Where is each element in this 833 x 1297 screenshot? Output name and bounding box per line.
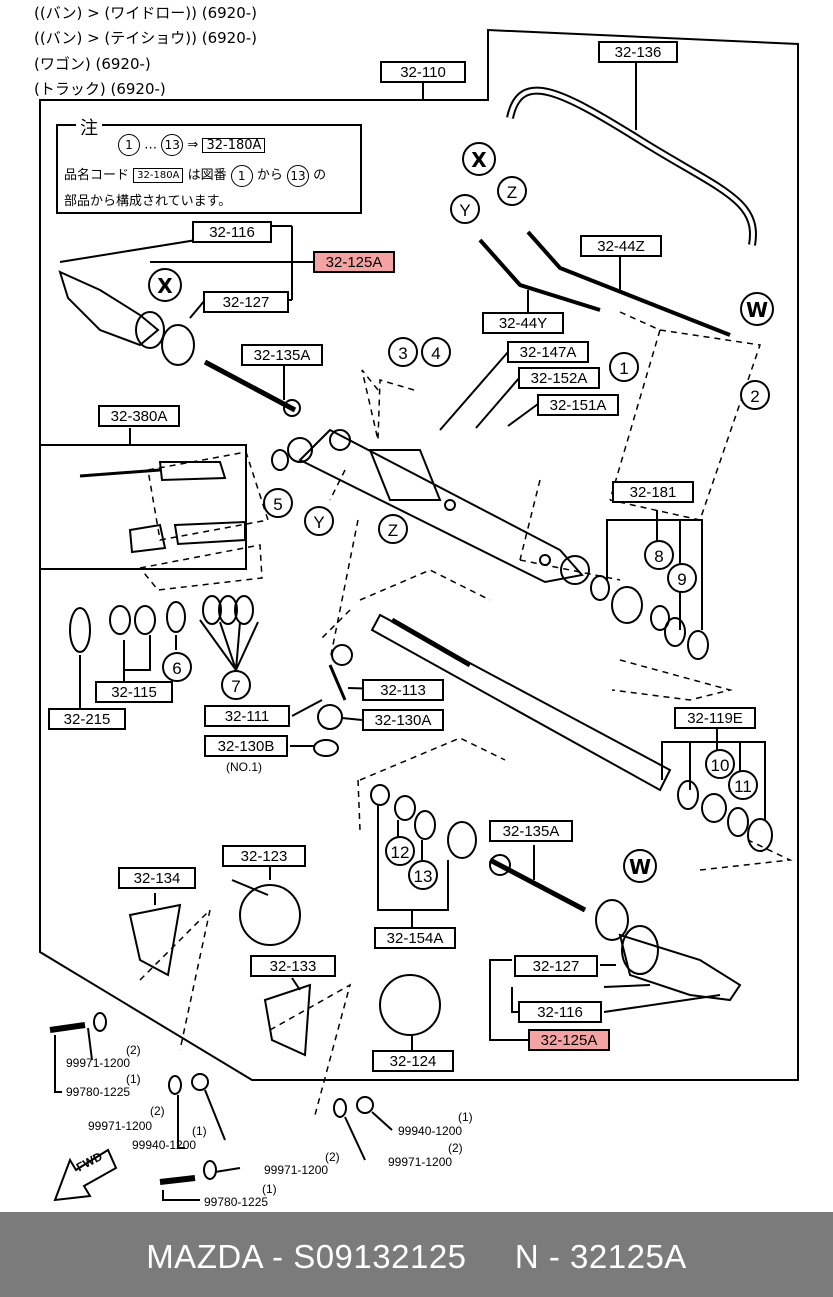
note-title: 注: [76, 114, 102, 140]
note-line2-kara: から: [256, 168, 283, 183]
part-label-32-215: 32-215: [48, 708, 126, 730]
callout-7: 7: [221, 670, 251, 700]
part-label-32-127-bottom: 32-127: [514, 955, 598, 977]
model-line-3: (ワゴン) (6920-): [34, 55, 151, 73]
note-line-2: 品名コード 32-180A は図番 1 から 13 の: [64, 164, 326, 187]
part-label-32-116-bottom: 32-116: [518, 1001, 602, 1023]
note-line2-to: 13: [287, 164, 310, 187]
note-range-to: 13: [161, 134, 184, 156]
bolt2-qty2: (1): [192, 1124, 207, 1138]
part-label-32-123: 32-123: [222, 845, 306, 867]
part-label-32-113: 32-113: [362, 679, 444, 701]
part-label-32-115: 32-115: [95, 681, 173, 703]
callout-w-bottom: W: [623, 849, 657, 883]
callout-6: 6: [162, 652, 192, 682]
bolt3-qty: (2): [325, 1150, 340, 1164]
bolt1-part: 99971-1200: [66, 1056, 131, 1070]
callout-13: 13: [408, 860, 438, 890]
note-line2-prefix: 品名コード: [64, 168, 130, 183]
model-line-1: ((バン) > (ワイドロー)) (6920-): [34, 4, 258, 22]
callout-8: 8: [644, 540, 674, 570]
note-line2-from: 1: [230, 164, 253, 187]
note-arrow: ⇒: [187, 137, 199, 153]
part-label-32-136: 32-136: [598, 41, 678, 63]
part-label-32-111: 32-111: [204, 705, 290, 727]
callout-2: 2: [740, 380, 770, 410]
part-label-32-135A-bottom: 32-135A: [489, 820, 573, 842]
part-label-32-119E: 32-119E: [674, 707, 756, 729]
callout-x-boot: X: [148, 268, 182, 302]
model-line-2: ((バン) > (テイショウ)) (6920-): [34, 29, 258, 47]
callout-z-top: Z: [497, 176, 527, 206]
part-label-32-125A-top: 32-125A: [313, 251, 395, 273]
part-label-32-110: 32-110: [380, 61, 466, 83]
bolt4-part2: 99971-1200: [388, 1155, 453, 1169]
footer-part-number: MAZDA - S09132125 N - 32125A: [146, 1238, 687, 1275]
bolt2-qty: (2): [150, 1104, 165, 1118]
model-line-4: (トラック) (6920-): [34, 80, 166, 98]
footer-bar: MAZDA - S09132125 N - 32125A: [0, 1212, 833, 1297]
parts-diagram: ((バン) > (ワイドロー)) (6920-) ((バン) > (テイショウ)…: [34, 4, 799, 1209]
bolt4-part: 99940-1200: [398, 1124, 463, 1138]
bolt3-part2: 99780-1225: [204, 1195, 269, 1209]
part-label-32-116-top: 32-116: [192, 221, 272, 243]
note-line-1: 1 … 13 ⇒ 32-180A: [118, 134, 266, 156]
part-label-32-152A: 32-152A: [518, 367, 600, 389]
part-label-32-154A: 32-154A: [374, 927, 456, 949]
callout-5: 5: [263, 488, 293, 518]
callout-9: 9: [667, 563, 697, 593]
note-box: 注 1 … 13 ⇒ 32-180A 品名コード 32-180A は図番 1 か…: [56, 114, 362, 214]
bolt4-qty: (1): [458, 1110, 473, 1124]
part-label-32-181: 32-181: [612, 481, 694, 503]
part-label-32-147A: 32-147A: [507, 341, 589, 363]
part-label-32-125A-bottom: 32-125A: [528, 1029, 610, 1051]
callout-y-mid: Y: [304, 506, 334, 536]
callout-w-top: W: [740, 292, 774, 326]
part-label-32-130A: 32-130A: [362, 709, 444, 731]
bolt1-qty: (2): [126, 1043, 141, 1057]
note-range-sep: …: [144, 137, 158, 153]
part-label-32-151A: 32-151A: [537, 394, 619, 416]
callout-z-mid: Z: [378, 514, 408, 544]
callout-11: 11: [728, 770, 758, 800]
callout-3: 3: [388, 337, 418, 367]
callout-x-top: X: [462, 142, 496, 176]
bolt3-qty2: (1): [262, 1182, 277, 1196]
assembly-frame: [39, 28, 799, 1081]
callout-y-top: Y: [450, 194, 480, 224]
part-label-32-130B: 32-130B: [204, 735, 288, 757]
part-label-32-135A-top: 32-135A: [241, 344, 323, 366]
bolt2-part2: 99940-1200: [132, 1138, 197, 1152]
bolt1-part2: 99780-1225: [66, 1085, 131, 1099]
part-label-32-44Y: 32-44Y: [482, 312, 564, 334]
part-label-32-380A: 32-380A: [98, 405, 180, 427]
bolt1-qty2: (1): [126, 1072, 141, 1086]
callout-10: 10: [705, 749, 735, 779]
callout-4: 4: [421, 337, 451, 367]
part-label-32-44Z: 32-44Z: [580, 235, 662, 257]
note-line2-code: 32-180A: [133, 168, 184, 183]
bolt3-part: 99971-1200: [264, 1163, 329, 1177]
part-label-32-134: 32-134: [118, 867, 196, 889]
callout-1: 1: [609, 352, 639, 382]
bolt2-part: 99971-1200: [88, 1119, 153, 1133]
part-label-32-124: 32-124: [372, 1050, 454, 1072]
bolt4-qty2: (2): [448, 1141, 463, 1155]
note-line-3: 部品から構成されています。: [64, 194, 232, 209]
diagram-lineart: [39, 28, 799, 1202]
note-no1: (NO.1): [226, 760, 262, 774]
part-label-32-127-top: 32-127: [203, 291, 289, 313]
note-line2-middle: は図番: [187, 168, 227, 183]
callout-12: 12: [385, 836, 415, 866]
part-label-32-133: 32-133: [250, 955, 336, 977]
note-line2-suffix: の: [313, 168, 327, 183]
note-range-from: 1: [118, 134, 140, 156]
note-assembly-code: 32-180A: [202, 137, 266, 153]
